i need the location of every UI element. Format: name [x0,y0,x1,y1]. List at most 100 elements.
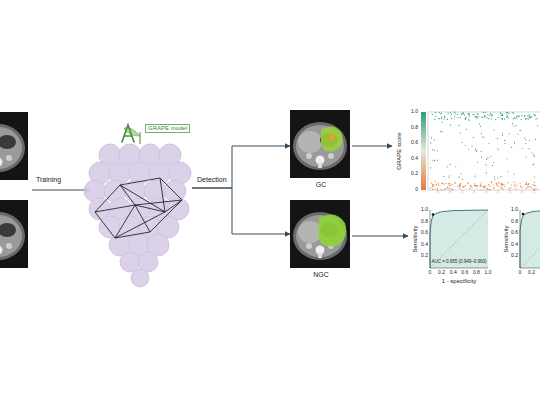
lesion-mark [329,134,335,140]
score-dot [526,118,527,119]
score-dot [447,186,448,187]
score-dot [508,188,509,189]
score-dot [530,117,531,118]
score-dot [460,132,461,133]
score-dot [469,116,470,117]
score-dot [471,187,472,188]
score-dot [502,184,503,185]
tick-label: 0.6 [461,270,468,276]
score-dot [487,189,488,190]
score-dot [451,188,452,189]
score-dot [473,114,474,115]
score-dot [508,113,509,114]
score-dot [445,188,446,189]
score-dot [470,185,471,186]
score-dot [447,119,448,120]
score-dot [490,156,491,157]
score-dot [459,185,460,186]
score-dot [516,116,517,117]
score-dot [444,118,445,119]
score-dot [485,116,486,117]
score-dot [516,118,517,119]
tick-label: 1.0 [511,207,518,213]
score-dot [477,114,478,115]
score-dot [469,188,470,189]
score-dot [451,118,452,119]
colorbar [421,112,426,190]
score-dot [476,116,477,117]
score-dot [466,116,467,117]
score-dot [492,114,493,115]
score-dot [447,187,448,188]
score-dot [486,164,487,165]
score-dot [493,187,494,188]
operating-point [522,213,525,216]
score-dot [448,113,449,114]
score-dot [509,133,510,134]
score-dot [459,185,460,186]
score-dot [474,185,475,186]
score-dot [466,129,467,130]
tick-label: 0.4 [511,242,518,248]
score-dot [443,176,444,177]
score-dot [476,186,477,187]
score-dot [529,140,530,141]
score-dot [494,179,495,180]
panel-label: AUC = 0.955 (0.949–0.960) [431,259,486,264]
score-dot [504,184,505,185]
figure-panel: GRAPE model [66,118,192,300]
score-dot [506,115,507,116]
score-dot [534,189,535,190]
score-dot [516,116,517,117]
score-dot [483,187,484,188]
tick-label: 1.0 [485,270,492,276]
score-dot [501,115,502,116]
score-dot [475,185,476,186]
wireframe-graph [95,178,182,238]
score-dot [488,189,489,190]
score-dot [525,143,526,144]
score-dot [463,113,464,114]
score-dot [492,184,493,185]
score-dot [496,184,497,185]
score-dot [468,182,469,183]
score-dot [465,185,466,186]
score-dot [449,185,450,186]
score-dot [528,186,529,187]
score-dot [515,118,516,119]
score-dot [514,143,515,144]
tick-label: 0.4 [421,242,428,248]
roc-axes [520,210,540,268]
score-dot [506,117,507,118]
score-dot [532,164,533,165]
score-dot [483,136,484,137]
score-dot [457,186,458,187]
score-dot [486,159,487,160]
score-dot [486,172,487,173]
score-dot [475,116,476,117]
score-dot [480,126,481,127]
score-dot [534,182,535,183]
score-dot [484,186,485,187]
score-dot [490,113,491,114]
score-dot [465,117,466,118]
score-dot [454,115,455,116]
score-dot [443,183,444,184]
ct-scan [290,200,350,268]
score-dot [430,167,431,168]
tick-label: 0.4 [450,270,457,276]
score-dot [514,187,515,188]
score-dot [506,112,507,113]
score-dot [493,130,494,131]
panel-label: NGC [313,271,329,279]
score-dot [507,171,508,172]
score-dot [430,142,431,143]
tick-label: 0 [429,270,432,276]
panel-label: GRAPE score [396,132,403,169]
score-dot [526,184,527,185]
ct-scan [0,112,28,180]
score-dot [437,183,438,184]
score-dot [504,119,505,120]
score-dot [524,116,525,117]
figure-panel: GC [290,110,352,198]
